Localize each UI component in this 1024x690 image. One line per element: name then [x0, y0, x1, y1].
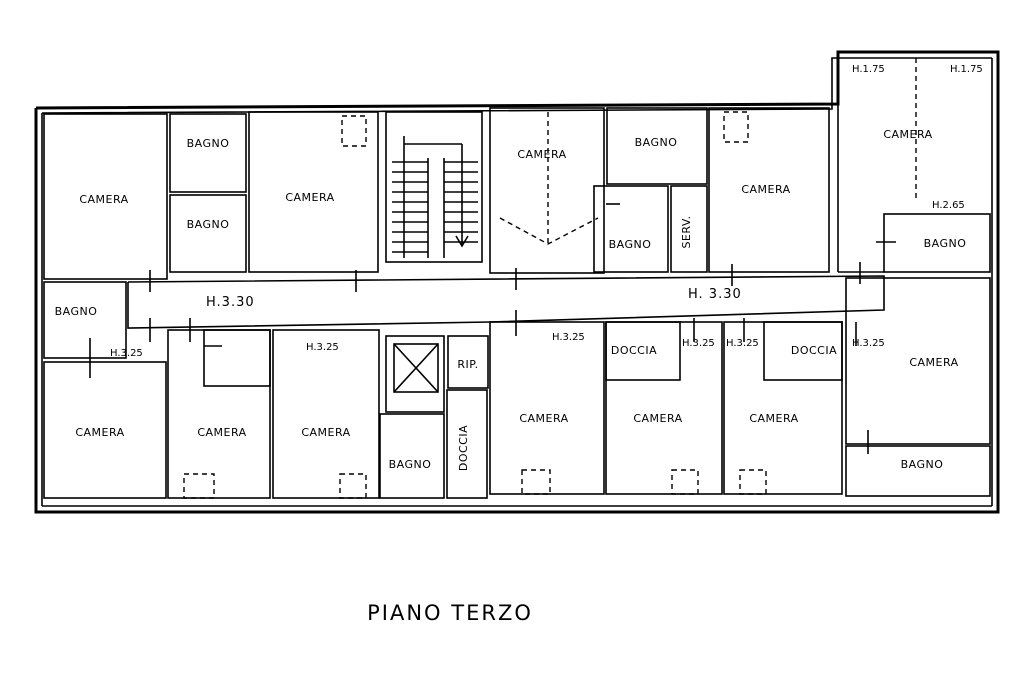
label-bagno-8: BAGNO [901, 458, 944, 471]
room-labels: CAMERA BAGNO BAGNO CAMERA CAMERA BAGNO B… [55, 128, 967, 471]
height-h325-2: H.3.25 [306, 342, 339, 353]
label-camera-9: CAMERA [519, 412, 568, 425]
height-labels: H.3.30 H. 3.30 H.1.75 H.1.75 H.2.65 H.3.… [110, 64, 983, 359]
label-bagno-3: BAGNO [635, 136, 678, 149]
floor-title: PIANO TERZO [367, 601, 533, 625]
label-bagno-4: BAGNO [609, 238, 652, 251]
label-bagno-7: BAGNO [389, 458, 432, 471]
label-camera-4: CAMERA [741, 183, 790, 196]
height-h325-6: H.3.25 [852, 338, 885, 349]
height-corridor-left: H.3.30 [206, 295, 255, 310]
height-corridor-right: H. 3.30 [688, 287, 742, 302]
staircase [392, 136, 478, 258]
elevator [393, 343, 439, 393]
label-camera-7: CAMERA [197, 426, 246, 439]
height-h325-4: H.3.25 [682, 338, 715, 349]
tick-marks [89, 203, 896, 454]
label-camera-8: CAMERA [301, 426, 350, 439]
lower-rooms [43, 277, 991, 499]
label-camera-11: CAMERA [749, 412, 798, 425]
height-h175-left: H.1.75 [852, 64, 885, 75]
height-h175-right: H.1.75 [950, 64, 983, 75]
label-camera-5: CAMERA [883, 128, 932, 141]
label-doccia-3: DOCCIA [791, 344, 837, 357]
label-serv: SERV. [680, 215, 693, 248]
height-h325-5: H.3.25 [726, 338, 759, 349]
label-doccia-1: DOCCIA [457, 425, 470, 471]
label-camera-1: CAMERA [79, 193, 128, 206]
label-bagno-2: BAGNO [187, 218, 230, 231]
label-rip: RIP. [457, 358, 478, 371]
dashed-features [183, 58, 917, 499]
label-bagno-6: BAGNO [55, 305, 98, 318]
height-h325-3: H.3.25 [552, 332, 585, 343]
label-camera-2: CAMERA [285, 191, 334, 204]
height-h265: H.2.65 [932, 200, 965, 211]
label-camera-12: CAMERA [909, 356, 958, 369]
label-camera-10: CAMERA [633, 412, 682, 425]
corridor [43, 275, 885, 359]
upper-rooms [43, 104, 991, 280]
label-camera-6: CAMERA [75, 426, 124, 439]
label-doccia-2: DOCCIA [611, 344, 657, 357]
height-h325-1: H.3.25 [110, 348, 143, 359]
label-bagno-1: BAGNO [187, 137, 230, 150]
label-camera-3: CAMERA [517, 148, 566, 161]
label-bagno-5: BAGNO [924, 237, 967, 250]
